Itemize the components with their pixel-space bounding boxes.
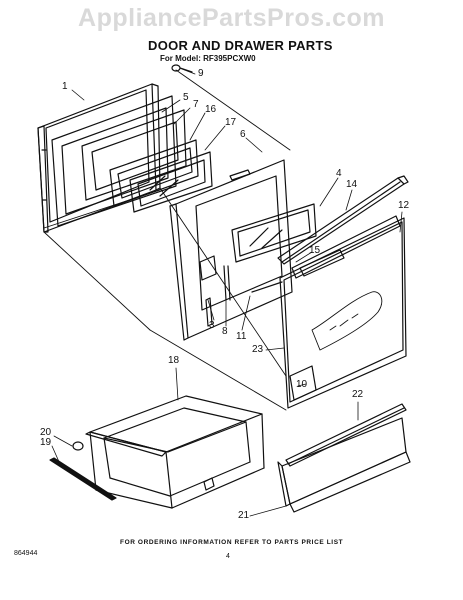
page-number: 4 [226, 553, 230, 560]
model-line: For Model: RF395PCXW0 [160, 54, 256, 63]
callout-5: 5 [183, 92, 189, 103]
document-id: 864944 [14, 550, 38, 557]
screw-9 [171, 64, 193, 73]
door-glass-17 [129, 151, 213, 213]
window-glass-4 [231, 203, 317, 263]
callout-10: 10 [296, 379, 308, 390]
drawer-track [49, 441, 117, 501]
drawer-handle [285, 403, 407, 467]
callout-3: 3 [209, 320, 215, 331]
door-handle [277, 175, 409, 265]
door-liner [51, 95, 177, 227]
inner-glass-frame [109, 139, 199, 207]
callout-16: 16 [205, 104, 217, 115]
callout-18: 18 [168, 355, 180, 366]
outer-door-frame [37, 83, 161, 233]
callout-4: 4 [336, 168, 342, 179]
callout-20: 20 [40, 427, 52, 438]
middle-door-frame [169, 159, 293, 341]
callout-6: 6 [240, 129, 246, 140]
outer-door-panel [251, 215, 407, 409]
assembly-lines [43, 69, 291, 411]
callout-12: 12 [398, 200, 410, 211]
callout-15: 15 [309, 245, 321, 256]
callout-21: 21 [238, 510, 250, 521]
drawer-front-panel [277, 417, 411, 513]
callout-1: 1 [62, 81, 68, 92]
watermark: AppliancePartsPros.com [78, 4, 385, 32]
ordering-note: FOR ORDERING INFORMATION REFER TO PARTS … [120, 539, 344, 546]
callout-19: 19 [40, 437, 52, 448]
callout-9: 9 [198, 68, 204, 79]
callout-22: 22 [352, 389, 364, 400]
callout-23: 23 [252, 344, 264, 355]
leader-lines [51, 68, 403, 517]
hinge-parts [199, 255, 231, 327]
callout-11: 11 [236, 331, 247, 342]
storage-drawer [85, 395, 265, 509]
page-title: DOOR AND DRAWER PARTS [148, 38, 333, 53]
callout-17: 17 [225, 117, 237, 128]
callout-7: 7 [193, 99, 199, 110]
callout-8: 8 [222, 326, 228, 337]
callout-14: 14 [346, 179, 358, 190]
